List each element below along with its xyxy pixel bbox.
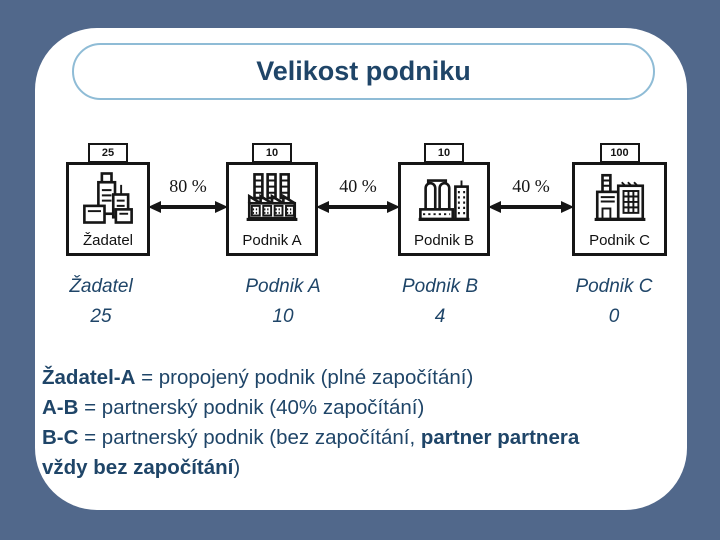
capacity-value: 100 xyxy=(610,147,629,159)
diagram-node-zadatel: 25 Žadatel xyxy=(66,143,150,256)
result-name: Podnik B xyxy=(401,276,479,297)
node-box: Podnik C xyxy=(572,162,667,256)
node-label: Podnik B xyxy=(413,232,475,249)
double-arrow-icon xyxy=(488,201,574,213)
silo-plant-icon xyxy=(418,179,470,221)
double-arrow-icon xyxy=(148,201,228,213)
page-title: Velikost podniku xyxy=(256,56,471,86)
node-box: Podnik A xyxy=(226,162,318,256)
link-b-c: 40 % xyxy=(488,176,574,215)
link-zadatel-a: 80 % xyxy=(148,176,228,215)
content-panel xyxy=(35,28,687,510)
ownership-percent: 40 % xyxy=(512,176,550,196)
result-value: 25 xyxy=(90,306,112,327)
result-zadatel: Žadatel 25 xyxy=(21,276,181,328)
note-line: B-C = partnerský podnik (bez započítání,… xyxy=(42,426,580,449)
node-box: Žadatel xyxy=(66,162,150,256)
link-a-b: 40 % xyxy=(316,176,400,215)
factory-chimneys-icon xyxy=(246,173,298,221)
capacity-badge: 10 xyxy=(424,143,464,163)
diagram-node-podnik-a: 10 Podnik A xyxy=(226,143,318,256)
diagram-node-podnik-b: 10 Podnik B xyxy=(398,143,490,256)
diagram-node-podnik-c: 100 Podnik C xyxy=(572,143,667,256)
result-name: Podnik A xyxy=(245,276,321,297)
industrial-buildings-icon xyxy=(83,172,133,224)
node-label: Podnik C xyxy=(589,232,650,249)
result-podnik-c: Podnik C 0 xyxy=(534,276,694,328)
capacity-badge: 10 xyxy=(252,143,292,163)
factory-office-icon xyxy=(594,173,645,221)
slide-title-capsule: Velikost podniku xyxy=(72,43,655,100)
capacity-value: 25 xyxy=(101,147,115,159)
capacity-value: 10 xyxy=(265,147,279,159)
result-podnik-a: Podnik A 10 xyxy=(203,276,363,328)
double-arrow-icon xyxy=(316,201,400,213)
capacity-badge: 25 xyxy=(88,143,128,163)
result-value: 10 xyxy=(272,306,294,327)
note-line: A-B = partnerský podnik (40% započítání) xyxy=(42,396,425,419)
result-podnik-b: Podnik B 4 xyxy=(360,276,520,328)
capacity-badge: 100 xyxy=(599,143,640,163)
result-name: Žadatel xyxy=(69,276,133,297)
result-value: 0 xyxy=(608,306,620,327)
note-line: vždy bez započítání) xyxy=(42,456,241,479)
ownership-percent: 80 % xyxy=(169,176,207,196)
node-label: Podnik A xyxy=(242,232,302,249)
node-box: Podnik B xyxy=(398,162,490,256)
ownership-percent: 40 % xyxy=(339,176,377,196)
result-value: 4 xyxy=(434,306,446,327)
node-label: Žadatel xyxy=(82,232,134,249)
result-name: Podnik C xyxy=(575,276,653,297)
note-line: Žadatel-A = propojený podnik (plné započ… xyxy=(42,366,474,389)
notes: Žadatel-A = propojený podnik (plné započ… xyxy=(42,363,642,483)
capacity-value: 10 xyxy=(437,147,451,159)
